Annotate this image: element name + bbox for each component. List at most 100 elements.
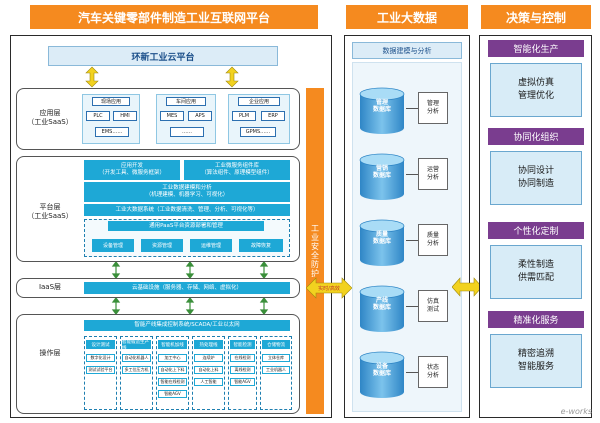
cloud-arrows xyxy=(85,66,239,88)
database-label: 管理 数据库 xyxy=(372,99,391,114)
op-col-forging-title: 智能锻造生产线 xyxy=(122,339,151,351)
op-heat-item-2: 自动化上料 xyxy=(194,366,223,374)
iaas-content: 云基础设施（服务器、存储、网络、虚拟化） xyxy=(84,282,290,294)
op-heat-item-1: 连续炉 xyxy=(194,354,223,362)
paas-item-ops: 运维管理 xyxy=(190,239,232,252)
decision-title-organization: 协同化组织 xyxy=(488,128,584,145)
iaas-arrows xyxy=(111,298,269,314)
analysis-box: 质量 分析 xyxy=(418,224,448,256)
db-row: 设备 数据库 状态 分析 xyxy=(356,348,460,402)
app-item-ems: EMS…… xyxy=(95,127,129,137)
op-forging-item-1: 自动化机器人 xyxy=(122,354,151,362)
op-heat-item-3: 人工智能 xyxy=(194,378,223,386)
op-col-heat-title: 热处理线 xyxy=(194,340,223,349)
op-col-design xyxy=(84,336,117,410)
decision-body-service: 精密追溯 智能服务 xyxy=(490,334,582,388)
analysis-box: 仿真 测试 xyxy=(418,290,448,322)
cloud-platform-bar: 环新工业云平台 xyxy=(48,46,278,66)
paas-title: 通用PaaS平台资源部署和管理 xyxy=(108,221,264,231)
op-col-inspect xyxy=(228,336,257,410)
op-logistics-item-1: 立体仓库 xyxy=(262,354,290,362)
db-connector xyxy=(406,174,418,175)
op-design-item-2: 测试试验平台 xyxy=(86,366,115,374)
watermark: e-works xyxy=(560,406,592,416)
platform-layer-label: 平台层 （工业SaaS） xyxy=(22,194,78,230)
decision-title-service: 精准化服务 xyxy=(488,311,584,328)
app-dev-box: 应用开发 （开发工具、微服务框架） xyxy=(84,160,180,180)
op-inspect-item-3: 智能AGV xyxy=(230,378,255,386)
app-group-field-title: 现场应用 xyxy=(92,97,130,106)
operation-layer-label: 操作层 xyxy=(39,349,61,358)
op-col-machining xyxy=(156,336,189,410)
op-col-design-title: 设计测试 xyxy=(86,340,115,349)
op-col-logistics-title: 仓储物流 xyxy=(262,340,290,349)
platform-header: 汽车关键零部件制造工业互联网平台 xyxy=(30,5,318,29)
platform-layer-title: 平台层 xyxy=(39,202,61,211)
app-item-erp: ERP xyxy=(261,111,285,121)
decision-body-customization: 柔性制造 供需匹配 xyxy=(490,245,582,299)
database-icon xyxy=(359,219,405,266)
db-connector xyxy=(406,108,418,109)
db-row: 管理 数据库 管理 分析 xyxy=(356,84,460,138)
decision-body-production: 虚拟仿真 管理优化 xyxy=(490,63,582,117)
op-inspect-item-2: 离线检测 xyxy=(230,366,255,374)
operation-top-bar: 智能产线集成控制系统/SCADA/工业以太网 xyxy=(84,320,290,331)
platform-layer-sub: （工业SaaS） xyxy=(27,212,73,220)
analysis-box: 管理 分析 xyxy=(418,92,448,124)
app-item-plm: PLM xyxy=(232,111,256,121)
security-bar: 工业安全防护 xyxy=(306,88,324,414)
microservice-box: 工业微服务组件库 （算法组件、原理模型组件） xyxy=(184,160,290,180)
layer-arrows xyxy=(111,262,269,278)
iaas-layer-label: IaaS层 xyxy=(38,283,62,292)
database-icon xyxy=(359,351,405,398)
op-col-heat xyxy=(192,336,225,410)
decision-title-customization: 个性化定制 xyxy=(488,222,584,239)
decision-body-organization: 协同设计 协同制造 xyxy=(490,151,582,205)
db-row: 质量 数据库 质量 分析 xyxy=(356,216,460,270)
bigdata-system-box: 工业大数据系统（工业数据清洗、管理、分析、可视化等） xyxy=(84,204,290,216)
database-icon xyxy=(359,87,405,134)
database-icon xyxy=(359,285,405,332)
op-machining-item-2: 自动化上下料 xyxy=(158,366,187,374)
bigdata-modeling-title: 数据建模与分析 xyxy=(352,42,462,59)
db-connector xyxy=(406,240,418,241)
realtime-label: 实时/高效 xyxy=(318,285,340,292)
paas-item-recovery: 故障恢复 xyxy=(239,239,283,252)
app-group-enterprise-title: 企业应用 xyxy=(238,97,280,106)
app-group-workshop-title: 车间应用 xyxy=(166,97,206,106)
db-connector xyxy=(406,372,418,373)
op-logistics-item-2: 工业机器人 xyxy=(262,366,290,374)
op-forging-item-2: 多工位压力机 xyxy=(122,366,151,374)
database-label: 营销 数据库 xyxy=(372,165,391,180)
op-machining-item-1: 加工中心 xyxy=(158,354,187,362)
op-col-inspect-title: 智能检测 xyxy=(230,340,255,349)
op-col-logistics xyxy=(260,336,292,410)
op-design-item-1: 数字化设计 xyxy=(86,354,115,362)
decision-header: 决策与控制 xyxy=(481,5,591,29)
app-item-mes: MES xyxy=(160,111,184,121)
database-label: 产线 数据库 xyxy=(372,297,391,312)
op-inspect-item-1: 在线检测 xyxy=(230,354,255,362)
database-icon xyxy=(359,153,405,200)
app-item-more: …… xyxy=(170,127,204,137)
app-item-aps: APS xyxy=(188,111,212,121)
op-machining-item-3: 智能在线检测 xyxy=(158,378,187,386)
realtime-arrow xyxy=(306,277,352,299)
paas-item-resource: 资源管理 xyxy=(141,239,183,252)
db-row: 营销 数据库 运营 分析 xyxy=(356,150,460,204)
app-item-gpms: GPMS…… xyxy=(240,127,276,137)
application-layer-label: 应用层 （工业SaaS） xyxy=(22,100,78,136)
db-row: 产线 数据库 仿真 测试 xyxy=(356,282,460,336)
analysis-box: 状态 分析 xyxy=(418,356,448,388)
paas-item-device: 设备管理 xyxy=(92,239,134,252)
app-item-plc: PLC xyxy=(86,111,110,121)
op-col-forging xyxy=(120,336,153,410)
analysis-box: 运营 分析 xyxy=(418,158,448,190)
database-label: 质量 数据库 xyxy=(372,231,391,246)
bigdata-decision-arrow xyxy=(452,277,482,297)
db-connector xyxy=(406,306,418,307)
database-label: 设备 数据库 xyxy=(372,363,391,378)
application-layer-sub: （工业SaaS） xyxy=(27,118,73,126)
op-machining-item-4: 智能AGV xyxy=(158,390,187,398)
application-layer-title: 应用层 xyxy=(39,108,61,117)
